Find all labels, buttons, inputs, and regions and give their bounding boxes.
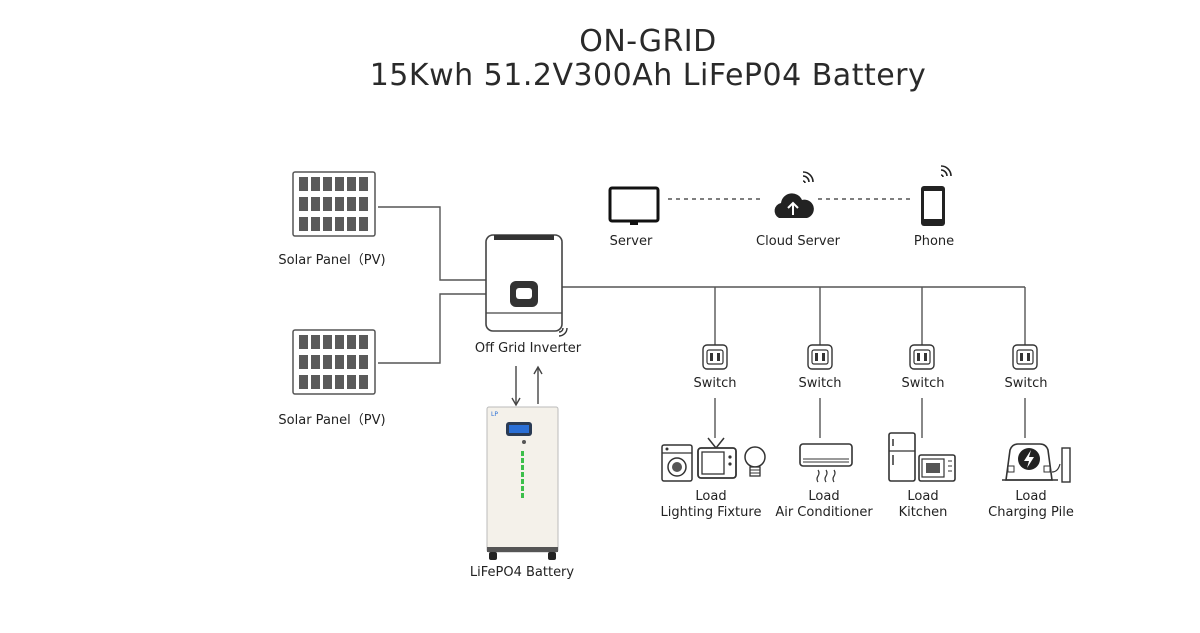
load-name: Air Conditioner bbox=[775, 505, 873, 520]
air-conditioner-icon bbox=[799, 443, 853, 483]
load-label: Load bbox=[808, 489, 840, 504]
solar-panel-icon bbox=[292, 329, 376, 395]
diagram-title-line2: 15Kwh 51.2V300Ah LiFeP04 Battery bbox=[369, 58, 927, 93]
battery-label: LiFePO4 Battery bbox=[469, 565, 575, 580]
solar-panel-label: Solar Panel（PV) bbox=[278, 413, 386, 428]
wifi-signal-icon bbox=[802, 171, 814, 184]
phone-label: Phone bbox=[913, 234, 955, 249]
wifi-signal-icon bbox=[940, 165, 952, 178]
refrigerator-icon bbox=[888, 432, 916, 482]
inverter-label: Off Grid Inverter bbox=[474, 341, 582, 356]
light-bulb-icon bbox=[744, 446, 766, 477]
cloud-upload-icon bbox=[774, 193, 814, 218]
battery-icon: LP bbox=[486, 406, 559, 560]
load-label: Load bbox=[695, 489, 727, 504]
server-label: Server bbox=[609, 234, 653, 249]
solar-panel-icon bbox=[292, 171, 376, 237]
load-label: Load bbox=[907, 489, 939, 504]
microwave-icon bbox=[918, 454, 956, 482]
switch-label: Switch bbox=[901, 376, 945, 391]
inverter-icon bbox=[485, 234, 563, 332]
switch-icon bbox=[702, 344, 728, 370]
monitor-icon bbox=[608, 186, 660, 225]
svg-text:LP: LP bbox=[491, 411, 498, 418]
solar-panel-label: Solar Panel（PV) bbox=[278, 253, 386, 268]
switch-label: Switch bbox=[693, 376, 737, 391]
load-name: Charging Pile bbox=[988, 505, 1074, 520]
switch-label: Switch bbox=[798, 376, 842, 391]
load-label: Load bbox=[1015, 489, 1047, 504]
ev-charger-icon bbox=[1002, 443, 1071, 483]
pv1-wire bbox=[378, 206, 486, 281]
switch-icon bbox=[1012, 344, 1038, 370]
switch-label: Switch bbox=[1004, 376, 1048, 391]
wifi-icon bbox=[558, 327, 568, 337]
switch-icon bbox=[807, 344, 833, 370]
diagram-title-line1: ON-GRID bbox=[579, 24, 717, 59]
smartphone-icon bbox=[921, 186, 945, 226]
load-name: Lighting Fixture bbox=[660, 505, 762, 520]
washing-machine-icon bbox=[661, 444, 693, 482]
switch-icon bbox=[909, 344, 935, 370]
pv2-wire bbox=[378, 293, 486, 364]
cloud-server-label: Cloud Server bbox=[756, 234, 840, 249]
tv-icon bbox=[697, 437, 737, 479]
load-name: Kitchen bbox=[898, 505, 948, 520]
